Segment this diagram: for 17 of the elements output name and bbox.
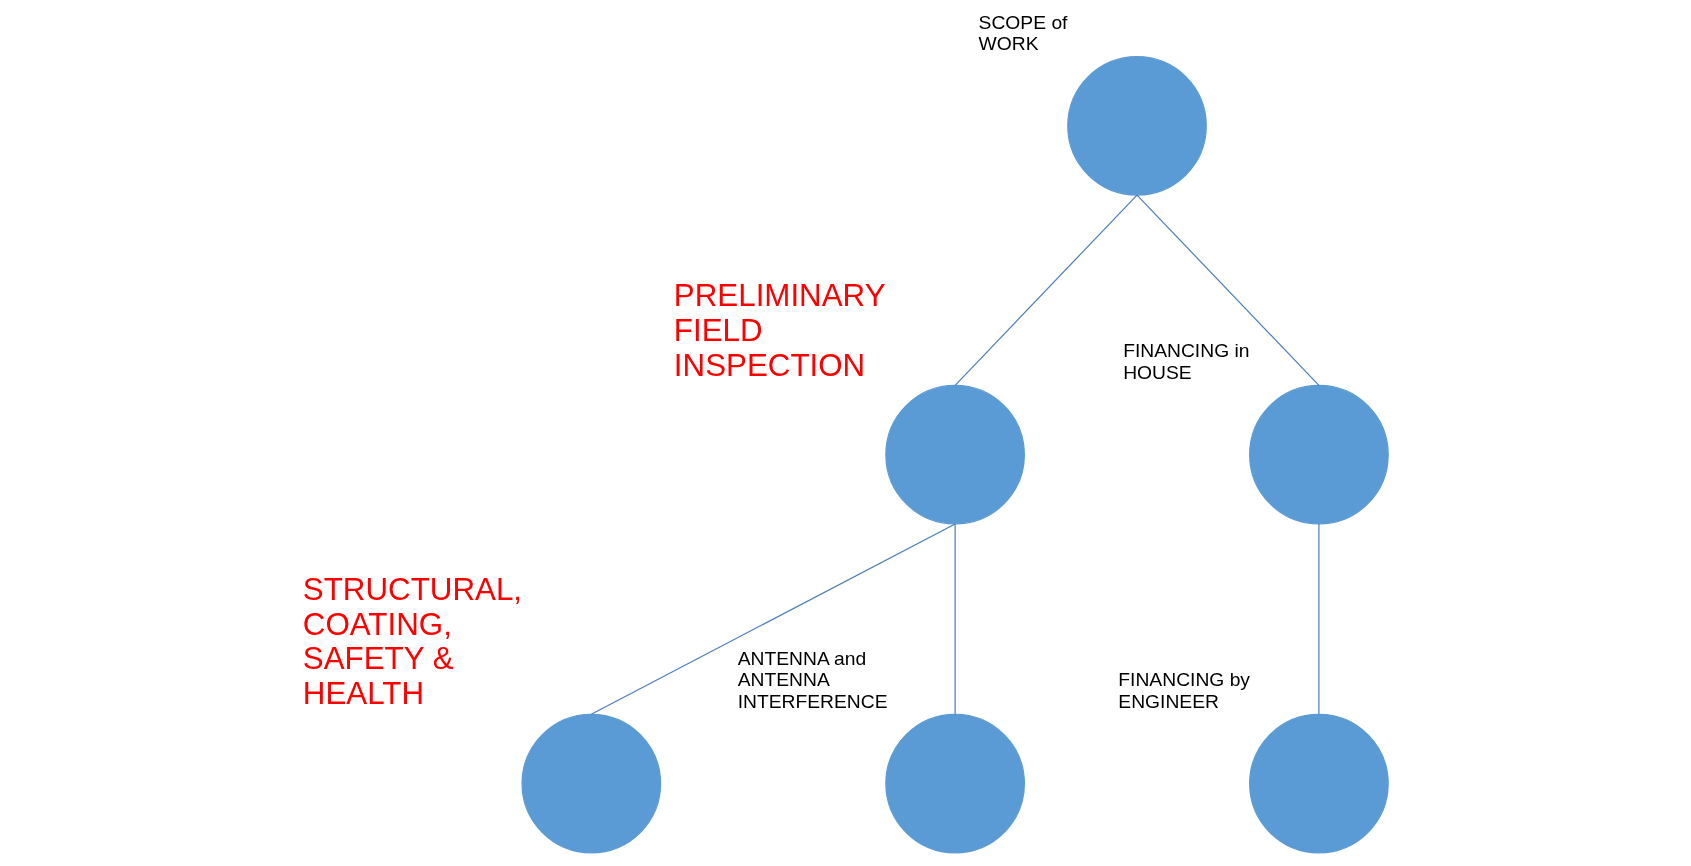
connector (954, 523, 956, 715)
node-circle (1067, 55, 1207, 196)
node-label: ANTENNA and ANTENNA INTERFERENCE (737, 647, 888, 713)
connector (1318, 523, 1320, 715)
node-circle (521, 713, 662, 854)
node-label: FINANCING in HOUSE (1123, 340, 1250, 384)
node-label: STRUCTURAL, COATING, SAFETY & HEALTH (302, 571, 523, 712)
node-circle (885, 384, 1025, 525)
connector (590, 523, 956, 715)
node-label: SCOPE of WORK (978, 11, 1068, 55)
node-circle (885, 713, 1025, 854)
connector (954, 194, 1138, 387)
node-label: PRELIMINARY FIELD INSPECTION (673, 277, 886, 383)
node-circle (1249, 713, 1389, 854)
node-circle (1249, 384, 1389, 525)
node-label: FINANCING by ENGINEER (1118, 669, 1251, 713)
connector (1136, 194, 1320, 387)
